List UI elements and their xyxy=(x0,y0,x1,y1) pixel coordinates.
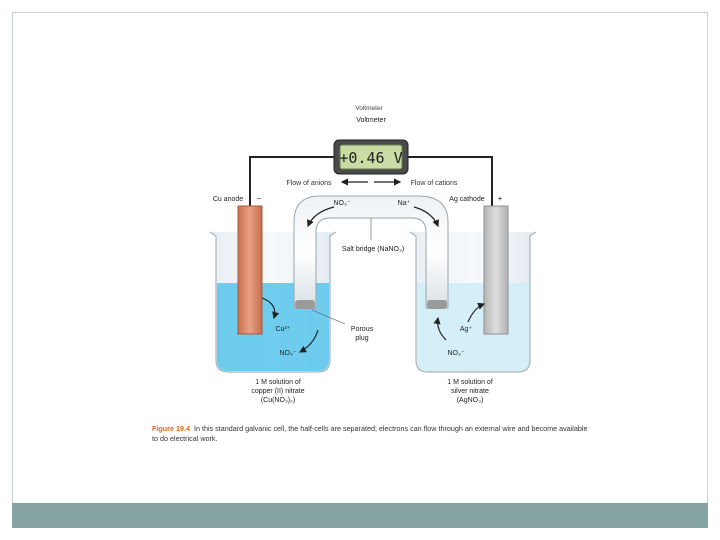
left-solution-label-1: 1 M solution of xyxy=(255,379,301,386)
cu-ion-arrow xyxy=(261,297,280,320)
external-wire-right xyxy=(404,156,493,206)
silver-electrode xyxy=(483,205,509,335)
voltmeter-reading: +0.46 V xyxy=(339,149,402,167)
cathode-sign: + xyxy=(498,194,503,203)
salt-bridge-label: Salt bridge (NaNO₃) xyxy=(342,246,404,253)
cu-anode-label: Cu anode xyxy=(213,196,243,203)
ag-ion-label: Ag⁺ xyxy=(460,326,473,333)
bridge-nitrate-label: NO₃⁻ xyxy=(333,200,350,207)
left-solution-label-3: (Cu(NO₃)₂) xyxy=(261,397,295,404)
bridge-sodium-label: Na⁺ xyxy=(398,200,411,207)
porous-plug-left xyxy=(295,300,315,309)
nitrate-left-arrow xyxy=(298,329,319,353)
figure-caption-text: In this standard galvanic cell, the half… xyxy=(152,424,588,443)
right-solution-label-1: 1 M solution of xyxy=(447,379,493,386)
porous-plug-label-1: Porous xyxy=(351,326,374,333)
slide-frame xyxy=(12,12,708,528)
flow-of-anions-label: Flow of anions xyxy=(286,180,332,187)
anode-sign: – xyxy=(257,194,262,203)
salt-bridge xyxy=(293,195,449,309)
nitrate-right-arrow xyxy=(433,316,447,341)
footer-bar xyxy=(12,503,708,528)
nitrate-left-label: NO₃⁻ xyxy=(279,350,296,357)
ag-cathode-label: Ag cathode xyxy=(449,196,485,203)
ag-ion-arrow xyxy=(467,302,486,323)
left-solution-label-2: copper (II) nitrate xyxy=(251,388,304,395)
right-solution-label-3: (AgNO₃) xyxy=(457,397,484,404)
porous-plug-right xyxy=(427,300,447,309)
voltmeter-top-label: Voltmeter xyxy=(355,105,383,112)
right-solution-label-2: silver nitrate xyxy=(451,388,489,395)
flow-of-cations-label: Flow of cations xyxy=(411,180,458,187)
porous-plug-label-2: plug xyxy=(355,335,368,342)
nitrate-right-label: NO₃⁻ xyxy=(447,350,464,357)
external-wire-left xyxy=(249,156,338,206)
bridge-sodium-arrow xyxy=(413,206,439,228)
porous-plug-leader xyxy=(311,309,346,325)
voltmeter-label: Voltmeter xyxy=(356,117,386,124)
bridge-nitrate-arrow xyxy=(307,206,335,228)
figure-number: Figure 19.4 xyxy=(152,424,190,433)
voltmeter-display xyxy=(339,144,403,170)
cu-ion-label: Cu²⁺ xyxy=(276,326,291,333)
copper-electrode xyxy=(237,205,263,335)
